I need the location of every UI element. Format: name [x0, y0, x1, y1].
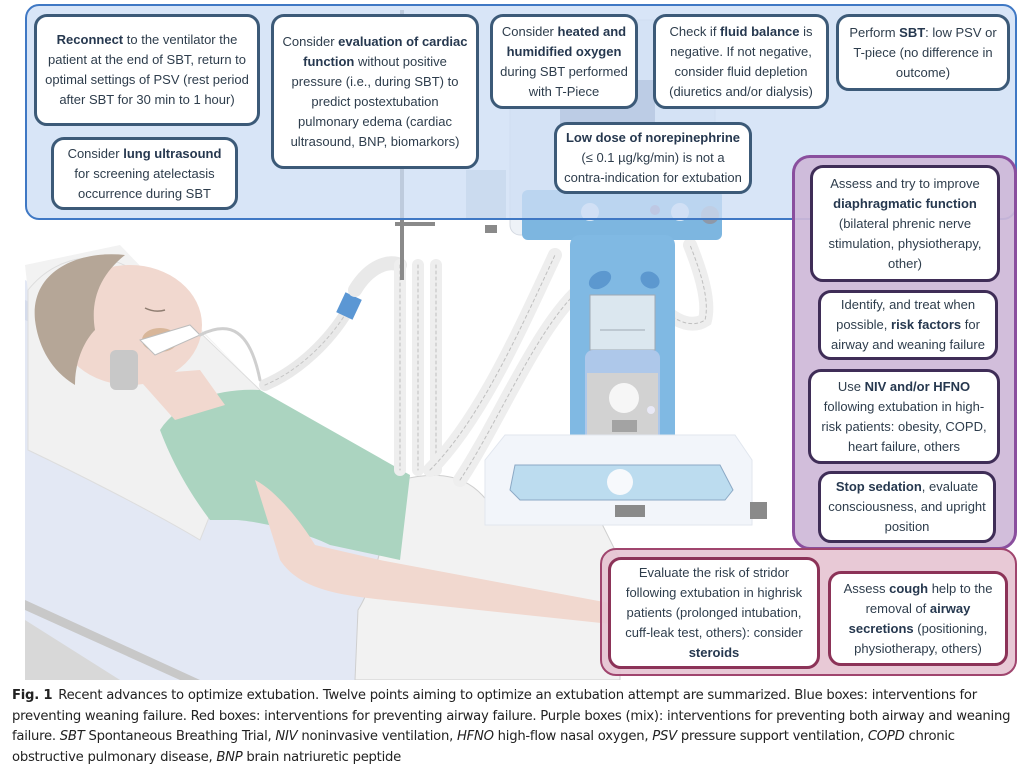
- box-sedation: Stop sedation, evaluate consciousness, a…: [818, 471, 996, 543]
- caption-body-text: Recent advances to optimize extubation. …: [12, 688, 1010, 765]
- emphasis: evaluation of cardiac function: [303, 33, 468, 69]
- emphasis: diaphragmatic function: [833, 195, 977, 211]
- text-run: Recent advances to optimize extubation. …: [12, 688, 1011, 744]
- box-stridor-text: Evaluate the risk of stridor following e…: [617, 563, 811, 663]
- text-run: help to the removal of: [865, 580, 993, 616]
- text-run: (bilateral phrenic nerve stimulation, ph…: [828, 215, 982, 271]
- text-run: following extubation in high-risk patien…: [821, 398, 987, 454]
- box-risk-factors: Identify, and treat when possible, risk …: [818, 290, 998, 360]
- emphasis: fluid balance: [720, 23, 800, 39]
- box-reconnect-text: Reconnect to the ventilator the patient …: [43, 30, 251, 110]
- text-run: to the ventilator the patient at the end…: [45, 32, 249, 107]
- ventilator-cart: [484, 434, 767, 526]
- abbreviation: NIV: [275, 729, 298, 744]
- text-run: : low PSV or T-piece (no difference in o…: [853, 24, 997, 80]
- patient-arm: [255, 480, 620, 625]
- emphasis: cough: [889, 580, 929, 596]
- text-run: chronic obstructive pulmonary disease,: [12, 729, 955, 765]
- text-run: Perform: [849, 24, 900, 40]
- abbreviation: HFNO: [456, 729, 494, 744]
- text-run: is negative. If not negative, consider f…: [669, 23, 813, 99]
- box-norepinephrine: Low dose of norepinephrine (≤ 0.1 µg/kg/…: [554, 122, 752, 194]
- box-cardiac-function: Consider evaluation of cardiac function …: [271, 14, 479, 169]
- box-fluid-balance: Check if fluid balance is negative. If n…: [653, 14, 829, 109]
- box-risk-factors-text: Identify, and treat when possible, risk …: [827, 295, 989, 355]
- text-run: Spontaneous Breathing Trial,: [84, 729, 276, 744]
- patient-head: [34, 254, 202, 390]
- box-sedation-text: Stop sedation, evaluate consciousness, a…: [827, 477, 987, 537]
- box-norepinephrine-text: Low dose of norepinephrine (≤ 0.1 µg/kg/…: [563, 128, 743, 188]
- text-run: Consider: [282, 33, 339, 49]
- caption-text: Recent advances to optimize extubation. …: [12, 688, 1010, 765]
- emphasis: risk factors: [891, 317, 962, 332]
- abbreviation: COPD: [867, 729, 905, 744]
- extubation-figure: Reconnect to the ventilator the patient …: [25, 4, 1017, 680]
- emphasis: steroids: [688, 645, 740, 660]
- abbreviation: PSV: [652, 729, 677, 744]
- emphasis: heated and humidified oxygen: [506, 23, 627, 59]
- box-niv-hfno: Use NIV and/or HFNO following extubation…: [808, 369, 1000, 464]
- emphasis: lung ultrasound: [123, 145, 222, 161]
- text-run: , evaluate consciousness, and upright po…: [828, 479, 986, 534]
- emphasis: NIV and/or HFNO: [864, 378, 971, 394]
- text-run: pressure support ventilation,: [676, 729, 868, 744]
- emphasis: Reconnect: [56, 32, 124, 47]
- box-niv-hfno-text: Use NIV and/or HFNO following extubation…: [817, 377, 991, 457]
- abbreviation: BNP: [216, 749, 243, 765]
- breathing-circuit: [198, 238, 714, 487]
- figure-label: Fig. 1: [12, 688, 53, 703]
- box-diaphragm-text: Assess and try to improve diaphragmatic …: [819, 174, 991, 274]
- text-run: Consider: [501, 23, 558, 39]
- text-run: high-flow nasal oxygen,: [493, 729, 653, 744]
- box-cardiac-function-text: Consider evaluation of cardiac function …: [280, 32, 470, 152]
- box-perform-sbt: Perform SBT: low PSV or T-piece (no diff…: [836, 14, 1010, 91]
- text-run: brain natriuretic peptide: [242, 749, 401, 765]
- box-lung-ultrasound: Consider lung ultrasound for screening a…: [51, 137, 238, 210]
- patient-shirt: [160, 389, 410, 560]
- text-run: Check if: [669, 23, 721, 39]
- emphasis: airway secretions: [848, 600, 971, 636]
- text-run: without positive pressure (i.e., during …: [290, 53, 460, 149]
- emphasis: SBT: [899, 24, 926, 40]
- box-cough-text: Assess cough help to the removal of airw…: [837, 579, 999, 659]
- text-run: Use: [837, 378, 865, 394]
- box-perform-sbt-text: Perform SBT: low PSV or T-piece (no diff…: [845, 23, 1001, 83]
- text-run: for screening atelectasis occurrence dur…: [74, 165, 215, 201]
- text-run: (≤ 0.1 µg/kg/min) is not a contra-indica…: [564, 150, 742, 185]
- box-diaphragm: Assess and try to improve diaphragmatic …: [810, 165, 1000, 282]
- box-heated-oxygen-text: Consider heated and humidified oxygen du…: [499, 22, 629, 102]
- text-run: noninvasive ventilation,: [297, 729, 457, 744]
- text-run: (positioning, physiotherapy, others): [854, 620, 988, 656]
- text-run: Assess: [843, 580, 890, 596]
- box-heated-oxygen: Consider heated and humidified oxygen du…: [490, 14, 638, 109]
- text-run: Assess and try to improve: [830, 175, 980, 191]
- box-reconnect: Reconnect to the ventilator the patient …: [34, 14, 260, 126]
- emphasis: Stop sedation: [835, 479, 922, 494]
- patient-neck: [135, 370, 225, 420]
- box-stridor: Evaluate the risk of stridor following e…: [608, 557, 820, 669]
- text-run: Identify, and treat when possible,: [836, 297, 976, 332]
- text-run: during SBT performed with T-Piece: [500, 63, 628, 99]
- box-fluid-balance-text: Check if fluid balance is negative. If n…: [662, 22, 820, 102]
- text-run: for airway and weaning failure: [831, 317, 985, 352]
- emphasis: Low dose of norepinephrine: [565, 130, 741, 145]
- box-lung-ultrasound-text: Consider lung ultrasound for screening a…: [60, 144, 229, 204]
- box-cough: Assess cough help to the removal of airw…: [828, 571, 1008, 666]
- abbreviation: SBT: [59, 729, 85, 744]
- text-run: Consider: [67, 145, 124, 161]
- text-run: Evaluate the risk of stridor following e…: [625, 565, 803, 640]
- icu-illustration: [25, 10, 767, 680]
